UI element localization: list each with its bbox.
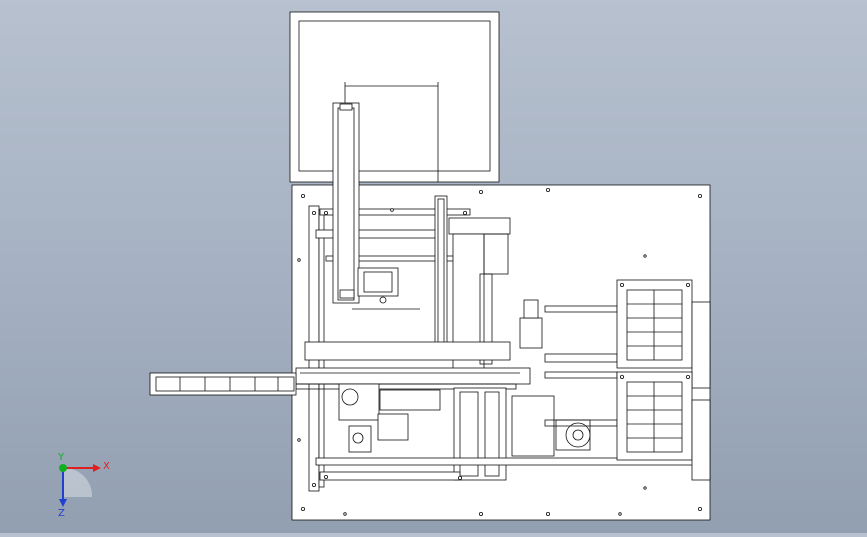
z-axis-column bbox=[332, 102, 420, 310]
x-axis-label: X bbox=[103, 461, 110, 472]
right-tray-upper bbox=[616, 279, 711, 389]
left-outer-conveyor bbox=[149, 372, 297, 396]
axis-triad: X Y Z bbox=[57, 452, 110, 519]
horizontal-crossbar bbox=[295, 341, 531, 390]
z-arrow-head-icon bbox=[59, 499, 67, 507]
lower-horizontal-rail bbox=[315, 457, 697, 481]
right-motor-assembly bbox=[511, 299, 591, 457]
y-axis-dot-icon bbox=[59, 464, 67, 472]
center-drag-chain bbox=[434, 195, 448, 357]
lower-slide bbox=[453, 387, 507, 481]
x-arrow-head-icon bbox=[93, 464, 101, 472]
z-axis-label: Z bbox=[58, 508, 65, 519]
upper-bin bbox=[289, 11, 500, 183]
left-motor-assembly bbox=[338, 383, 441, 453]
right-tray-lower bbox=[616, 371, 711, 481]
y-axis-label: Y bbox=[57, 452, 65, 463]
